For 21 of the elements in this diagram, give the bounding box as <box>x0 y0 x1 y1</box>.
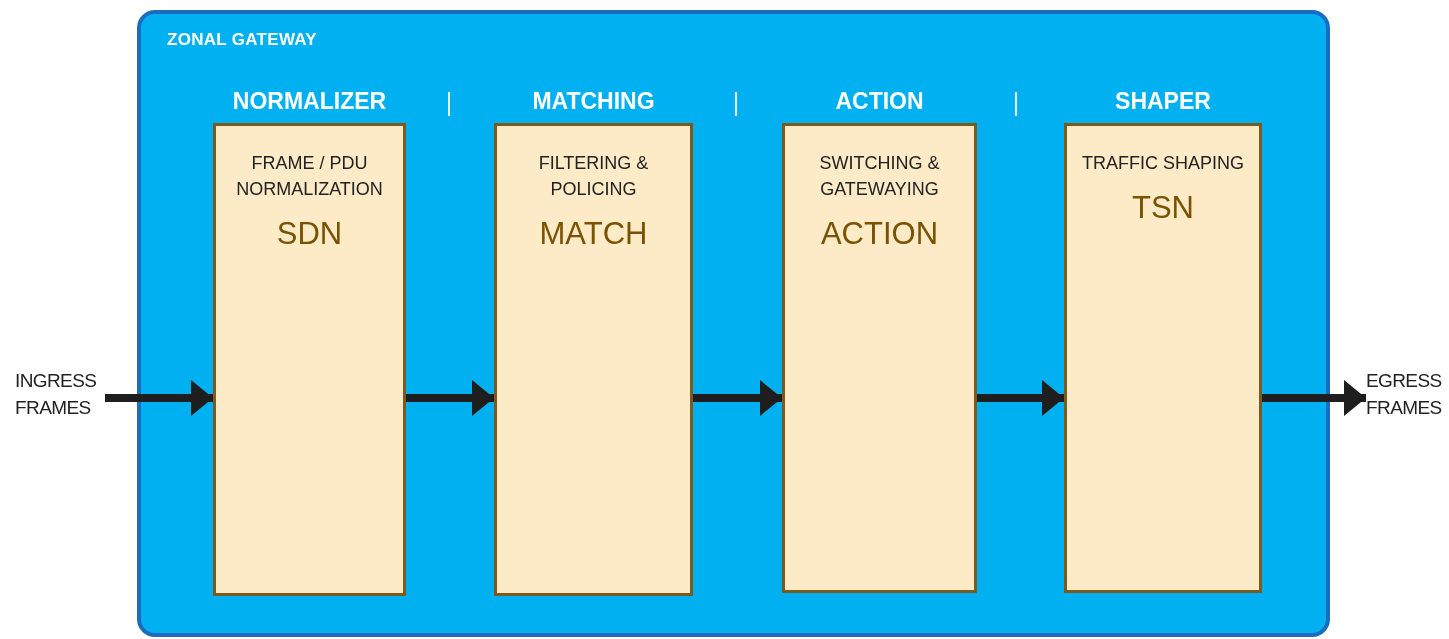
arrow <box>1262 380 1366 416</box>
stage-label: SDN <box>276 216 343 253</box>
stage-label: MATCH <box>539 216 648 253</box>
stage-heading: SHAPER <box>1115 86 1211 116</box>
flow-label: EGRESS FRAMES <box>1366 368 1448 426</box>
stage-label: ACTION <box>820 216 939 253</box>
stage-heading: ACTION <box>835 86 924 116</box>
gateway-container <box>137 10 1330 637</box>
stage-heading: NORMALIZER <box>232 86 387 116</box>
flow-label: INGRESS FRAMES <box>15 368 105 426</box>
container-title: ZONAL GATEWAY <box>167 30 317 50</box>
stage-description: SWITCHING & GATEWAYING <box>818 152 941 202</box>
stage-label: TSN <box>1132 190 1194 227</box>
arrow <box>693 380 782 416</box>
stage-description: FRAME / PDU NORMALIZATION <box>235 152 384 202</box>
stage-description: TRAFFIC SHAPING <box>1082 152 1244 175</box>
arrow <box>105 380 213 416</box>
arrow <box>406 380 494 416</box>
arrow <box>977 380 1064 416</box>
stage-description: FILTERING & POLICING <box>537 152 650 202</box>
stage-heading: MATCHING <box>532 86 655 116</box>
